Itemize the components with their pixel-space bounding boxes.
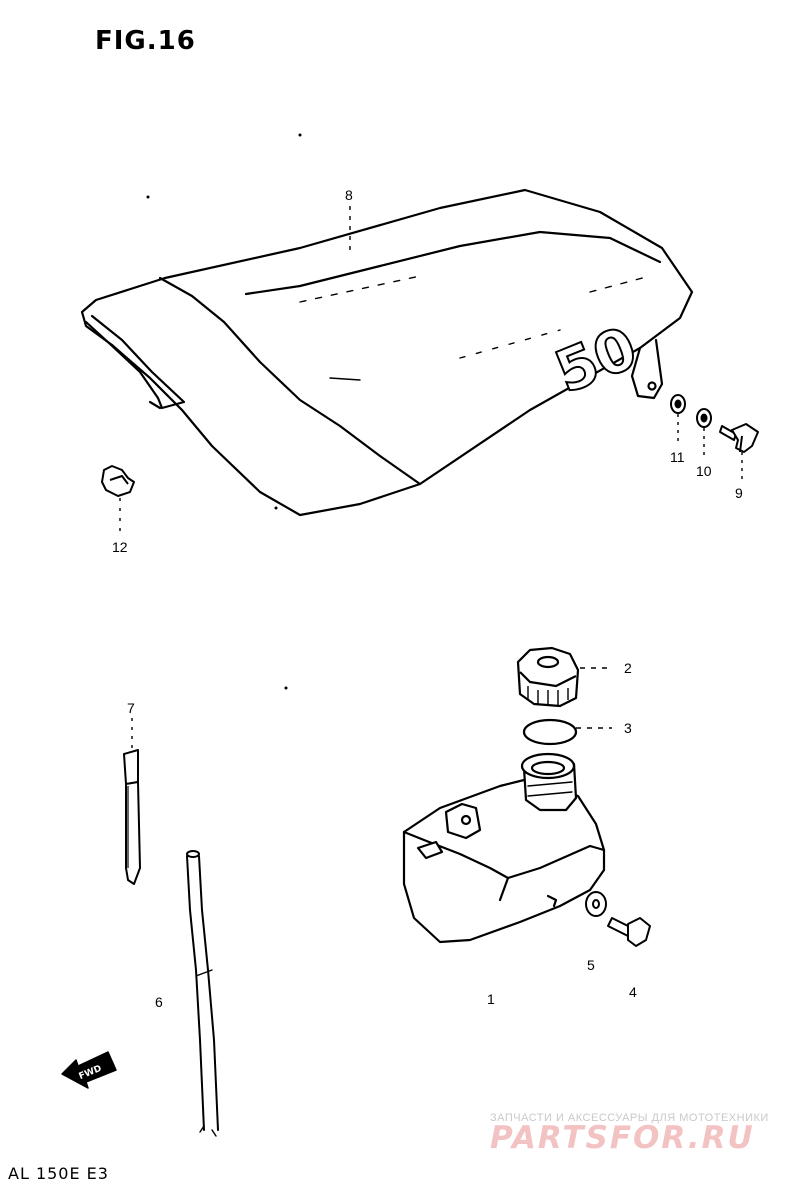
seat-part-8[interactable] [80, 188, 694, 517]
model-code: AL 150E E3 [8, 1164, 109, 1183]
callout-4[interactable]: 4 [629, 984, 637, 1000]
hose-part-6[interactable] [186, 850, 219, 1137]
bolt-part-4[interactable] [607, 917, 651, 947]
tank-part-1[interactable] [402, 752, 606, 944]
strap-part-7[interactable] [123, 749, 141, 885]
wing-bolt-part-9[interactable] [719, 423, 759, 453]
clip-part-12[interactable] [101, 465, 135, 497]
washer-part-5[interactable] [585, 891, 607, 917]
washer-part-11[interactable] [670, 394, 686, 414]
callout-11[interactable]: 11 [670, 449, 685, 465]
o-ring-part-3[interactable] [522, 718, 578, 746]
fwd-arrow-icon: FWD [61, 1051, 117, 1089]
callout-12[interactable]: 12 [112, 539, 128, 555]
callout-8[interactable]: 8 [345, 187, 353, 203]
callout-9[interactable]: 9 [735, 485, 743, 501]
callout-7[interactable]: 7 [127, 700, 135, 716]
callout-5[interactable]: 5 [587, 957, 595, 973]
watermark-tagline: ЗАПЧАСТИ И АКСЕССУАРЫ ДЛЯ МОТОТЕХНИКИ [490, 1112, 769, 1124]
cap-part-2[interactable] [516, 646, 580, 708]
figure-title: FIG.16 [95, 26, 196, 56]
callout-3[interactable]: 3 [624, 720, 632, 736]
callout-6[interactable]: 6 [155, 994, 163, 1010]
callout-10[interactable]: 10 [696, 463, 712, 479]
callout-1[interactable]: 1 [487, 991, 495, 1007]
nut-part-10[interactable] [696, 408, 712, 428]
leader-lines [119, 206, 743, 748]
scan-specks [146, 133, 302, 690]
watermark-logo: PARTSFOR.RU [490, 1120, 755, 1156]
callout-2[interactable]: 2 [624, 660, 632, 676]
